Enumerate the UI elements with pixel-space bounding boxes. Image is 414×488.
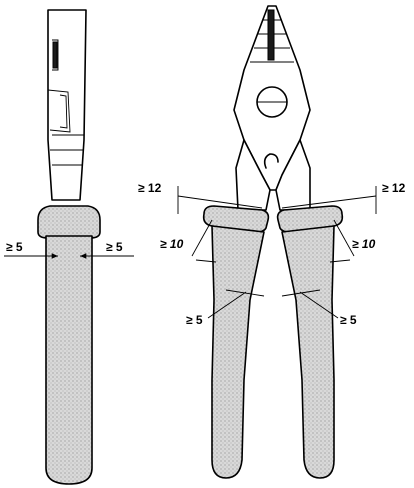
front-dim10-right-tick	[329, 259, 351, 263]
front-jaw-dark	[267, 9, 275, 61]
side-head-step	[59, 94, 68, 129]
front-dim12-left-line	[177, 195, 263, 209]
front-dim10-left-tick	[195, 259, 217, 263]
front-left-arm-metal	[235, 139, 271, 211]
front-left-guard	[202, 205, 270, 233]
front-dim10-right-label: ≥ 10	[352, 237, 376, 251]
side-view-pliers: ≥ 5 ≥ 5	[4, 9, 134, 485]
front-dim12-left-label: ≥ 12	[138, 181, 162, 195]
front-dim12-right-label: ≥ 12	[382, 181, 406, 195]
front-right-arm-metal	[275, 139, 311, 211]
front-view-pliers: ≥ 12 ≥ 12 ≥ 10 ≥ 10 ≥ 5 ≥ 5	[138, 5, 406, 479]
front-dim5-right-label: ≥ 5	[340, 313, 357, 327]
side-dim-label-right: ≥ 5	[106, 240, 123, 254]
side-handle	[45, 235, 93, 485]
front-dim5-right-leader	[299, 291, 339, 319]
front-dim10-right-line	[333, 219, 355, 257]
spring-hook	[263, 153, 279, 169]
side-head-metal	[47, 9, 87, 201]
side-head-detail	[47, 39, 84, 166]
front-dim5-left-label: ≥ 5	[186, 313, 203, 327]
front-dim12-right-line	[281, 195, 377, 209]
front-left-handle	[211, 225, 265, 479]
side-dim-label-left: ≥ 5	[6, 240, 23, 254]
front-dim5-left-leader	[207, 291, 247, 319]
front-dim10-left-line	[191, 219, 213, 257]
side-guard	[37, 205, 101, 239]
front-right-handle	[281, 225, 335, 479]
side-head-dark-slot	[52, 41, 58, 69]
front-dim10-left-label: ≥ 10	[160, 237, 184, 251]
